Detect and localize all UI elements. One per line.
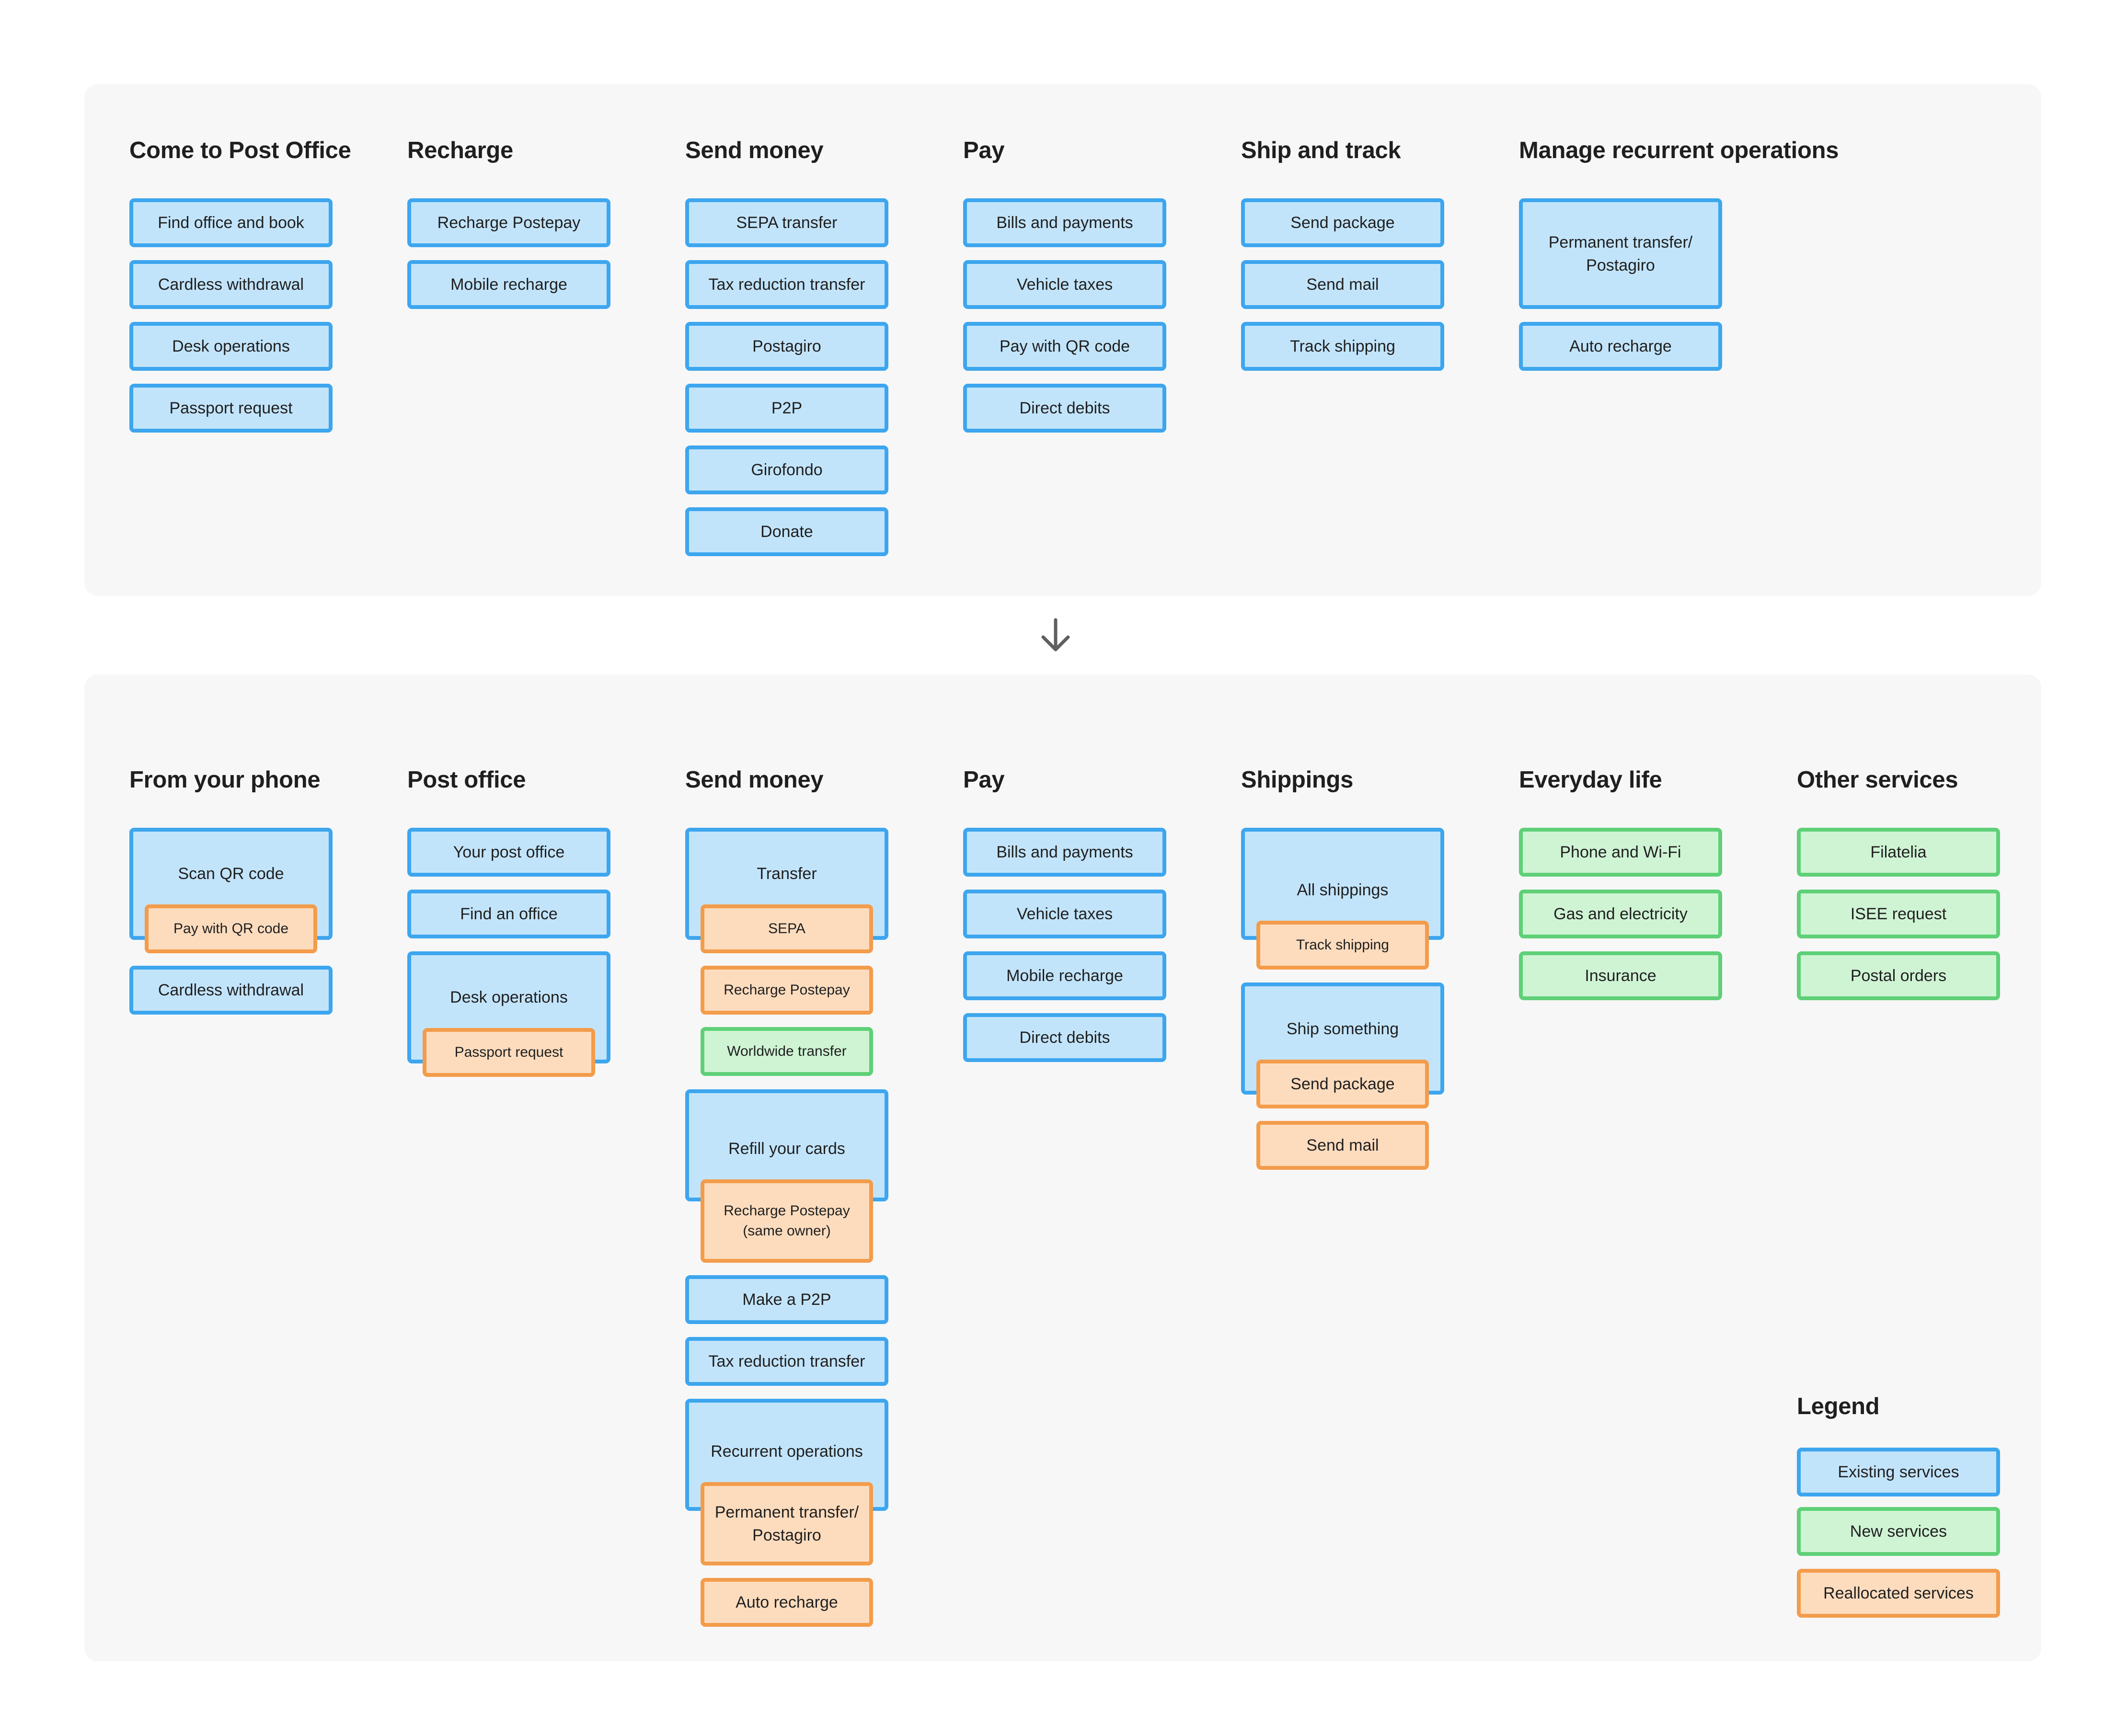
before-item-donate: Donate bbox=[685, 507, 888, 556]
before-heading-send-money: Send money bbox=[685, 137, 824, 163]
before-item-cardless-withdrawal: Cardless withdrawal bbox=[129, 260, 333, 309]
before-item-direct-debits: Direct debits bbox=[963, 384, 1166, 433]
after-item-phone-and-wi-fi: Phone and Wi-Fi bbox=[1519, 828, 1722, 877]
before-item-pay-with-qr-code: Pay with QR code bbox=[963, 322, 1166, 371]
after-subitem-permanent-transfer-postagiro: Permanent transfer/ Postagiro bbox=[701, 1482, 873, 1565]
after-subitem-sepa: SEPA bbox=[701, 904, 873, 953]
after-item-direct-debits: Direct debits bbox=[963, 1013, 1166, 1062]
after-item-isee-request: ISEE request bbox=[1797, 890, 2000, 938]
before-heading-ship-and-track: Ship and track bbox=[1241, 137, 1401, 163]
after-subitem-passport-request: Passport request bbox=[423, 1028, 595, 1077]
before-heading-pay: Pay bbox=[963, 137, 1005, 163]
after-heading-from-your-phone: From your phone bbox=[129, 767, 321, 793]
after-subitem-send-mail: Send mail bbox=[1256, 1121, 1429, 1170]
after-heading-send-money: Send money bbox=[685, 767, 824, 793]
before-item-girofondo: Girofondo bbox=[685, 445, 888, 494]
after-item-refill-your-cards-label: Refill your cards bbox=[728, 1140, 845, 1158]
legend-item-existing-services: Existing services bbox=[1797, 1448, 2000, 1496]
before-item-mobile-recharge: Mobile recharge bbox=[407, 260, 610, 309]
before-item-send-package: Send package bbox=[1241, 198, 1444, 247]
after-item-your-post-office: Your post office bbox=[407, 828, 610, 877]
before-item-postagiro: Postagiro bbox=[685, 322, 888, 371]
new-architecture-panel bbox=[84, 674, 2041, 1661]
after-item-transfer-label: Transfer bbox=[757, 865, 817, 883]
before-heading-recharge: Recharge bbox=[407, 137, 513, 163]
after-heading-pay: Pay bbox=[963, 767, 1005, 793]
after-item-make-a-p2p: Make a P2P bbox=[685, 1275, 888, 1324]
legend-heading: Legend bbox=[1797, 1393, 1880, 1419]
after-item-desk-operations-label: Desk operations bbox=[450, 988, 568, 1006]
legend-item-reallocated-services: Reallocated services bbox=[1797, 1569, 2000, 1618]
after-item-find-an-office: Find an office bbox=[407, 890, 610, 938]
after-subitem-send-package: Send package bbox=[1256, 1060, 1429, 1108]
before-item-desk-operations: Desk operations bbox=[129, 322, 333, 371]
before-item-auto-recharge: Auto recharge bbox=[1519, 322, 1722, 371]
after-heading-post-office: Post office bbox=[407, 767, 526, 793]
after-subitem-recharge-postepay: Recharge Postepay bbox=[701, 966, 873, 1015]
arrow-down-icon bbox=[1041, 618, 1070, 651]
before-heading-manage-recurrent-operations: Manage recurrent operations bbox=[1519, 137, 1839, 163]
after-item-filatelia: Filatelia bbox=[1797, 828, 2000, 877]
before-item-tax-reduction-transfer: Tax reduction transfer bbox=[685, 260, 888, 309]
after-item-recurrent-operations-label: Recurrent operations bbox=[711, 1442, 863, 1461]
after-item-scan-qr-code-label: Scan QR code bbox=[178, 865, 284, 883]
after-item-gas-and-electricity: Gas and electricity bbox=[1519, 890, 1722, 938]
before-item-permanent-transfer-postagiro: Permanent transfer/ Postagiro bbox=[1519, 198, 1722, 309]
after-item-bills-and-payments: Bills and payments bbox=[963, 828, 1166, 877]
after-item-vehicle-taxes: Vehicle taxes bbox=[963, 890, 1166, 938]
before-item-track-shipping: Track shipping bbox=[1241, 322, 1444, 371]
before-item-sepa-transfer: SEPA transfer bbox=[685, 198, 888, 247]
legend-item-new-services: New services bbox=[1797, 1507, 2000, 1556]
after-subitem-auto-recharge: Auto recharge bbox=[701, 1578, 873, 1627]
before-item-send-mail: Send mail bbox=[1241, 260, 1444, 309]
before-item-vehicle-taxes: Vehicle taxes bbox=[963, 260, 1166, 309]
before-item-find-office-and-book: Find office and book bbox=[129, 198, 333, 247]
before-item-recharge-postepay: Recharge Postepay bbox=[407, 198, 610, 247]
before-item-passport-request: Passport request bbox=[129, 384, 333, 433]
after-subitem-recharge-postepay-same-owner: Recharge Postepay (same owner) bbox=[701, 1179, 873, 1263]
after-heading-shippings: Shippings bbox=[1241, 767, 1354, 793]
before-heading-come-to-post-office: Come to Post Office bbox=[129, 137, 351, 163]
after-item-ship-something-label: Ship something bbox=[1286, 1020, 1399, 1038]
after-item-tax-reduction-transfer: Tax reduction transfer bbox=[685, 1337, 888, 1386]
after-subitem-track-shipping: Track shipping bbox=[1256, 921, 1429, 970]
after-item-postal-orders: Postal orders bbox=[1797, 951, 2000, 1000]
after-item-mobile-recharge: Mobile recharge bbox=[963, 951, 1166, 1000]
before-item-bills-and-payments: Bills and payments bbox=[963, 198, 1166, 247]
before-item-p2p: P2P bbox=[685, 384, 888, 433]
after-item-cardless-withdrawal: Cardless withdrawal bbox=[129, 966, 333, 1015]
after-item-all-shippings-label: All shippings bbox=[1297, 881, 1389, 899]
after-subitem-worldwide-transfer: Worldwide transfer bbox=[701, 1027, 873, 1076]
after-heading-other-services: Other services bbox=[1797, 767, 1958, 793]
after-heading-everyday-life: Everyday life bbox=[1519, 767, 1662, 793]
after-subitem-pay-with-qr-code: Pay with QR code bbox=[145, 904, 317, 953]
after-item-insurance: Insurance bbox=[1519, 951, 1722, 1000]
